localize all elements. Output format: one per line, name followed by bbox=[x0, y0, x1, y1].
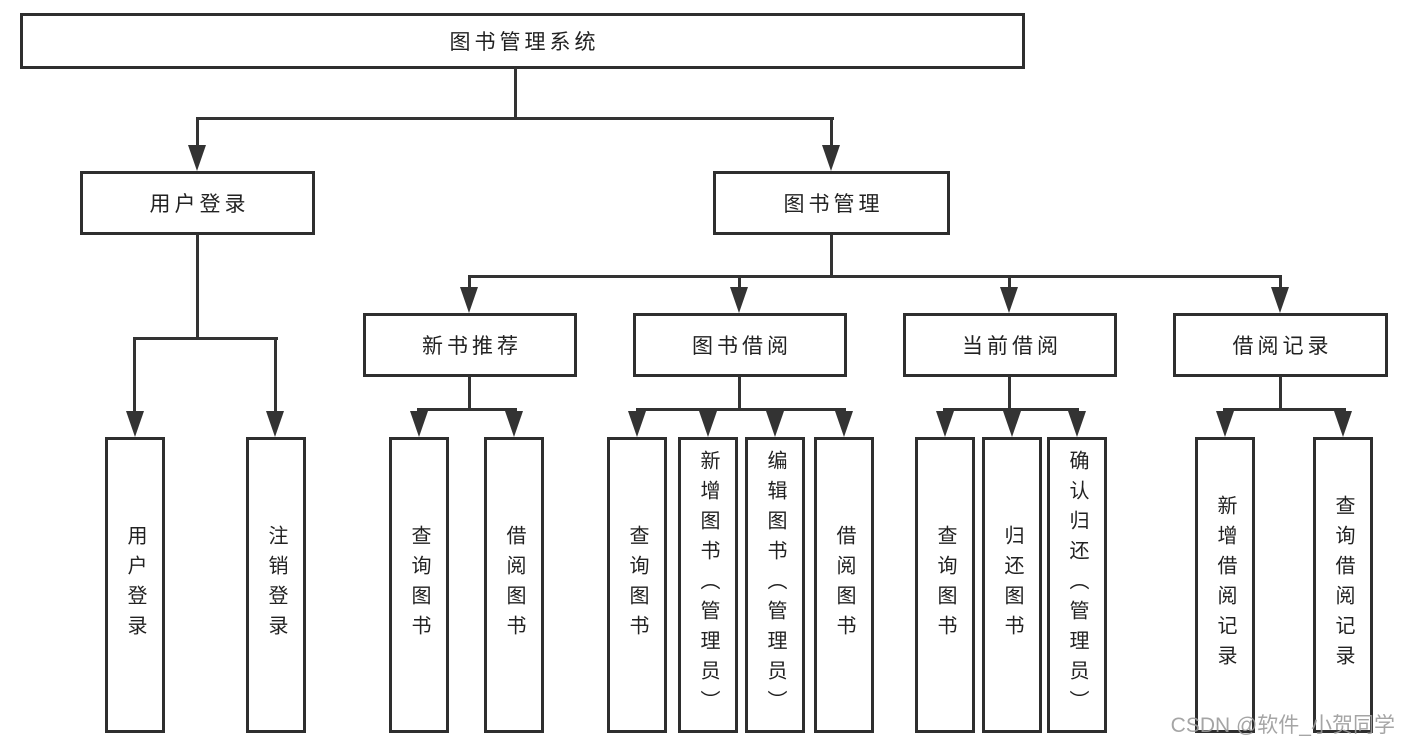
arrowhead-down bbox=[766, 411, 784, 437]
leaf-recommend-query-books: 查询图书 bbox=[389, 437, 449, 733]
arrowhead-down bbox=[730, 287, 748, 313]
arrowhead-down bbox=[936, 411, 954, 437]
leaf-borrow-query-books: 查询图书 bbox=[607, 437, 667, 733]
leaf-records-query-record: 查询借阅记录 bbox=[1313, 437, 1373, 733]
arrowhead-down bbox=[188, 145, 206, 171]
node-label: 图书管理系统 bbox=[449, 31, 600, 54]
leaf-label: 编辑图书（管理员） bbox=[764, 450, 786, 720]
node-borrowing-records: 借阅记录 bbox=[1173, 313, 1388, 377]
leaf-current-return-books: 归还图书 bbox=[982, 437, 1042, 733]
leaf-label: 新增借阅记录 bbox=[1214, 495, 1236, 675]
connector-line bbox=[1279, 376, 1282, 408]
leaf-borrow-edit-books-admin: 编辑图书（管理员） bbox=[745, 437, 805, 733]
connector-line bbox=[274, 339, 277, 413]
node-current-borrowing: 当前借阅 bbox=[903, 313, 1117, 377]
arrowhead-down bbox=[1271, 287, 1289, 313]
leaf-label: 确认归还（管理员） bbox=[1066, 450, 1088, 720]
leaf-label: 归还图书 bbox=[1001, 525, 1023, 645]
arrowhead-down bbox=[1068, 411, 1086, 437]
leaf-label: 借阅图书 bbox=[833, 525, 855, 645]
connector-line bbox=[468, 376, 471, 408]
connector-line bbox=[133, 339, 136, 413]
connector-line bbox=[196, 117, 834, 120]
node-new-book-recommend: 新书推荐 bbox=[363, 313, 577, 377]
connector-line bbox=[133, 337, 278, 340]
leaf-borrow-add-books-admin: 新增图书（管理员） bbox=[678, 437, 738, 733]
leaf-label: 注销登录 bbox=[265, 525, 287, 645]
connector-line bbox=[738, 277, 741, 289]
connector-line bbox=[1223, 408, 1346, 411]
arrowhead-down bbox=[460, 287, 478, 313]
leaf-label: 查询图书 bbox=[934, 525, 956, 645]
node-label: 图书管理 bbox=[783, 193, 884, 216]
connector-line bbox=[830, 234, 833, 275]
connector-line bbox=[830, 119, 833, 147]
connector-line bbox=[1008, 376, 1011, 408]
connector-line bbox=[417, 408, 517, 411]
node-label: 用户登录 bbox=[149, 193, 250, 216]
connector-line bbox=[943, 408, 1079, 411]
leaf-logout: 注销登录 bbox=[246, 437, 306, 733]
connector-line bbox=[1279, 277, 1282, 289]
arrowhead-down bbox=[126, 411, 144, 437]
leaf-user-login: 用户登录 bbox=[105, 437, 165, 733]
connector-line bbox=[1008, 277, 1011, 289]
arrowhead-down bbox=[1003, 411, 1021, 437]
leaf-borrow-borrow-books: 借阅图书 bbox=[814, 437, 874, 733]
leaf-label: 查询借阅记录 bbox=[1332, 495, 1354, 675]
connector-line bbox=[514, 68, 517, 117]
connector-line bbox=[196, 234, 199, 337]
node-user-login: 用户登录 bbox=[80, 171, 315, 235]
node-label: 当前借阅 bbox=[962, 335, 1062, 358]
leaf-recommend-borrow-books: 借阅图书 bbox=[484, 437, 544, 733]
arrowhead-down bbox=[505, 411, 523, 437]
leaf-label: 借阅图书 bbox=[503, 525, 525, 645]
node-label: 图书借阅 bbox=[692, 335, 792, 358]
arrowhead-down bbox=[835, 411, 853, 437]
arrowhead-down bbox=[822, 145, 840, 171]
arrowhead-down bbox=[410, 411, 428, 437]
leaf-label: 查询图书 bbox=[626, 525, 648, 645]
arrowhead-down bbox=[266, 411, 284, 437]
connector-line bbox=[196, 119, 199, 147]
leaf-label: 用户登录 bbox=[124, 525, 146, 645]
leaf-current-query-books: 查询图书 bbox=[915, 437, 975, 733]
arrowhead-down bbox=[699, 411, 717, 437]
connector-line bbox=[468, 277, 471, 289]
arrowhead-down bbox=[1216, 411, 1234, 437]
arrowhead-down bbox=[628, 411, 646, 437]
leaf-current-confirm-return-admin: 确认归还（管理员） bbox=[1047, 437, 1107, 733]
arrowhead-down bbox=[1334, 411, 1352, 437]
connector-line bbox=[636, 408, 846, 411]
node-book-management: 图书管理 bbox=[713, 171, 950, 235]
node-root-library-system: 图书管理系统 bbox=[20, 13, 1025, 69]
leaf-records-add-record: 新增借阅记录 bbox=[1195, 437, 1255, 733]
connector-line bbox=[738, 376, 741, 408]
node-label: 新书推荐 bbox=[422, 335, 522, 358]
node-book-borrowing: 图书借阅 bbox=[633, 313, 847, 377]
csdn-watermark: CSDN @软件_小贺同学 bbox=[1170, 714, 1395, 737]
leaf-label: 查询图书 bbox=[408, 525, 430, 645]
leaf-label: 新增图书（管理员） bbox=[697, 450, 719, 720]
node-label: 借阅记录 bbox=[1232, 335, 1333, 358]
arrowhead-down bbox=[1000, 287, 1018, 313]
connector-line bbox=[468, 275, 1282, 278]
